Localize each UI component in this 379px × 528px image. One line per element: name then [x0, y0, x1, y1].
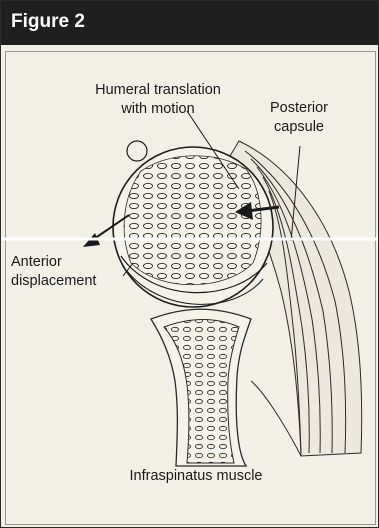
label-anterior-displacement: Anterior displacement — [11, 253, 96, 291]
label-humeral-translation: Humeral translation with motion — [53, 81, 263, 119]
label-posterior-line-1: Posterior — [249, 99, 349, 118]
label-posterior-capsule: Posterior capsule — [249, 99, 349, 137]
label-infraspinatus-muscle: Infraspinatus muscle — [101, 467, 291, 486]
label-posterior-line-2: capsule — [249, 118, 349, 137]
scapula — [151, 309, 251, 466]
label-humeral-line-2: with motion — [53, 100, 263, 119]
label-anterior-line-2: displacement — [11, 272, 96, 291]
label-anterior-line-1: Anterior — [11, 253, 96, 272]
label-humeral-line-1: Humeral translation — [53, 81, 263, 100]
